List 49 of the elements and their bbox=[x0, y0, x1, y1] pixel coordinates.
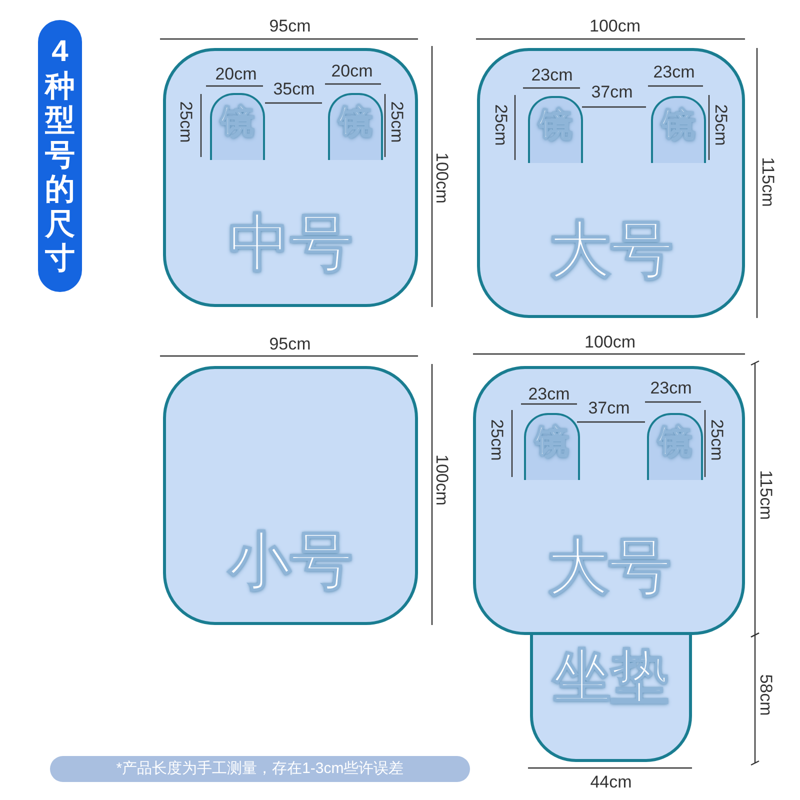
seat-cushion-panel bbox=[530, 634, 692, 762]
size-label: 中号 bbox=[228, 212, 352, 275]
dimension-label: 115cm bbox=[758, 470, 774, 520]
dimension-label: 44cm bbox=[590, 774, 632, 790]
dimension-label: 100cm bbox=[589, 18, 641, 34]
mirror-slot bbox=[524, 413, 580, 480]
dimension-label: 25cm bbox=[492, 104, 510, 146]
cover-panel bbox=[163, 366, 418, 625]
dimension-label: 58cm bbox=[758, 674, 774, 716]
size-label: 镜 bbox=[338, 105, 372, 139]
dimension-label: 23cm bbox=[650, 380, 692, 396]
dimension-label: 100cm bbox=[434, 152, 450, 204]
dimension-label: 25cm bbox=[708, 419, 726, 461]
dimension-label: 25cm bbox=[178, 101, 194, 143]
mirror-slot bbox=[328, 93, 383, 160]
size-label: 镜 bbox=[538, 108, 572, 142]
dimension-label: 25cm bbox=[388, 101, 406, 143]
dimension-label: 37cm bbox=[588, 400, 630, 416]
size-label: 镜 bbox=[220, 105, 254, 139]
dimension-label: 100cm bbox=[434, 454, 450, 506]
dimension-label: 95cm bbox=[269, 18, 311, 34]
size-label: 大号 bbox=[549, 220, 673, 282]
dimension-label: 23cm bbox=[528, 386, 570, 402]
cover-panel bbox=[473, 366, 745, 635]
title-badge: 4种型号的尺寸 bbox=[38, 20, 82, 292]
dimension-label: 95cm bbox=[269, 336, 311, 352]
size-label: 小号 bbox=[228, 530, 352, 593]
mirror-slot bbox=[210, 93, 265, 160]
size-label: 镜 bbox=[658, 425, 692, 459]
dimension-label: 25cm bbox=[488, 419, 506, 461]
size-label: 坐垫 bbox=[553, 648, 669, 706]
dimension-label: 20cm bbox=[215, 66, 257, 82]
dimension-label: 23cm bbox=[653, 64, 695, 80]
size-label: 大号 bbox=[547, 537, 671, 600]
mirror-slot bbox=[528, 96, 583, 163]
dimension-label: 100cm bbox=[584, 334, 636, 350]
dimension-label: 25cm bbox=[712, 104, 730, 146]
size-label: 镜 bbox=[662, 108, 696, 142]
dimension-label: 37cm bbox=[591, 84, 633, 100]
dimension-label: 20cm bbox=[331, 62, 373, 80]
cover-panel bbox=[163, 48, 418, 307]
dimension-label: 115cm bbox=[760, 157, 776, 207]
dimension-label: 23cm bbox=[531, 66, 573, 84]
footnote: *产品长度为手工测量，存在1-3cm些许误差 bbox=[50, 756, 470, 782]
cover-panel bbox=[477, 48, 745, 318]
mirror-slot bbox=[647, 413, 703, 480]
dimension-label: 35cm bbox=[273, 80, 315, 98]
mirror-slot bbox=[651, 96, 706, 163]
size-label: 镜 bbox=[535, 425, 569, 459]
